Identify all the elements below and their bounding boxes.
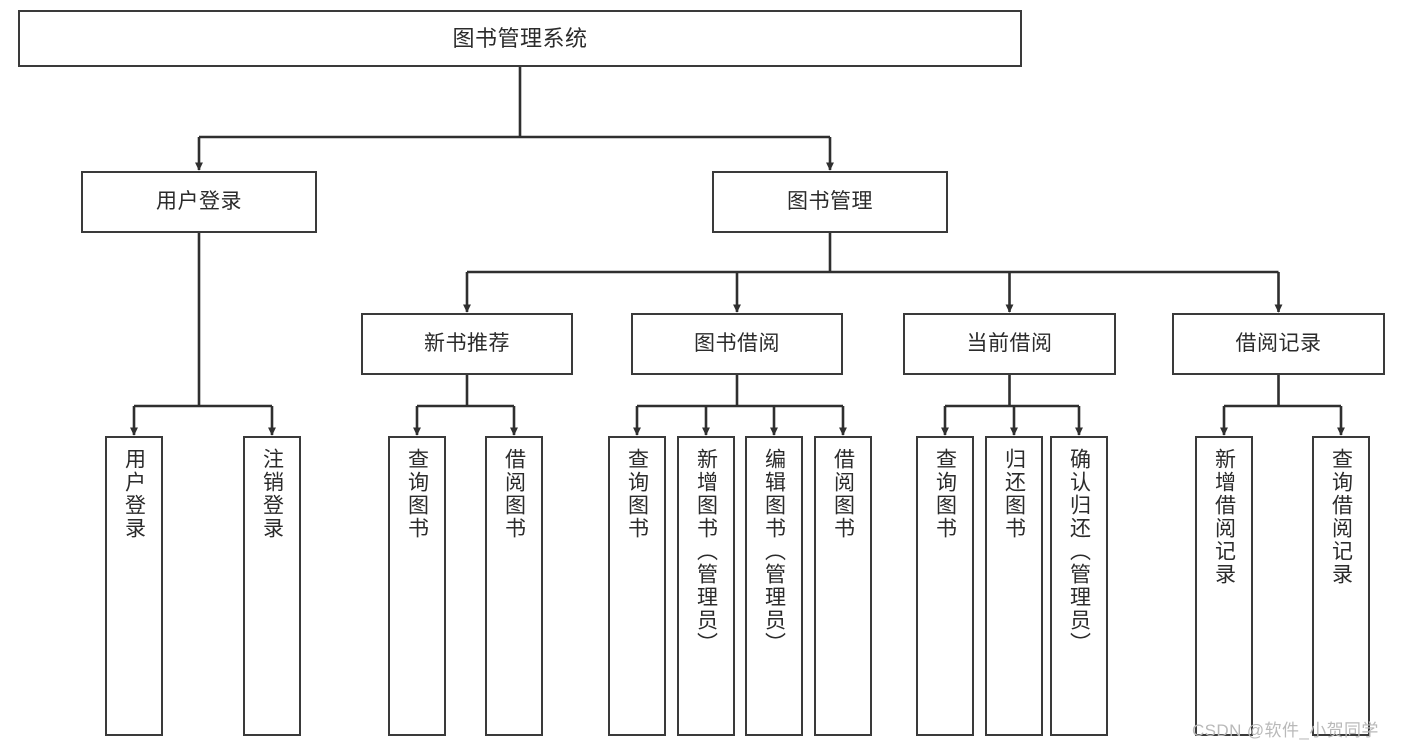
node-leaf6[interactable]: 新增图书（管理员） bbox=[677, 436, 735, 736]
node-label: 新增图书（管理员） bbox=[694, 448, 718, 655]
node-label: 注销登录 bbox=[260, 448, 284, 540]
node-label: 查询图书 bbox=[405, 448, 429, 540]
node-label: 查询借阅记录 bbox=[1329, 448, 1353, 586]
node-label: 借阅图书 bbox=[831, 448, 855, 540]
node-l3a[interactable]: 新书推荐 bbox=[361, 313, 573, 375]
watermark: CSDN @软件_小贺同学 bbox=[1192, 721, 1379, 740]
node-leaf5[interactable]: 查询图书 bbox=[608, 436, 666, 736]
node-root[interactable]: 图书管理系统 bbox=[18, 10, 1022, 67]
node-leaf10[interactable]: 归还图书 bbox=[985, 436, 1043, 736]
node-leaf2[interactable]: 注销登录 bbox=[243, 436, 301, 736]
node-leaf4[interactable]: 借阅图书 bbox=[485, 436, 543, 736]
node-l3d[interactable]: 借阅记录 bbox=[1172, 313, 1385, 375]
node-l2b[interactable]: 图书管理 bbox=[712, 171, 948, 233]
node-leaf9[interactable]: 查询图书 bbox=[916, 436, 974, 736]
node-label: 新书推荐 bbox=[424, 331, 510, 355]
node-label: 用户登录 bbox=[122, 448, 146, 540]
node-label: 图书管理系统 bbox=[452, 25, 588, 51]
node-label: 归还图书 bbox=[1002, 448, 1026, 540]
node-label: 图书管理 bbox=[787, 189, 873, 213]
node-l3b[interactable]: 图书借阅 bbox=[631, 313, 843, 375]
edges bbox=[130, 67, 1345, 436]
node-label: 借阅图书 bbox=[502, 448, 526, 540]
node-leaf12[interactable]: 新增借阅记录 bbox=[1195, 436, 1253, 736]
node-leaf8[interactable]: 借阅图书 bbox=[814, 436, 872, 736]
node-label: 用户登录 bbox=[156, 189, 242, 213]
node-label: 新增借阅记录 bbox=[1212, 448, 1236, 586]
node-leaf13[interactable]: 查询借阅记录 bbox=[1312, 436, 1370, 736]
node-label: 图书借阅 bbox=[694, 331, 780, 355]
node-l3c[interactable]: 当前借阅 bbox=[903, 313, 1116, 375]
node-label: 查询图书 bbox=[625, 448, 649, 540]
node-leaf3[interactable]: 查询图书 bbox=[388, 436, 446, 736]
node-l2a[interactable]: 用户登录 bbox=[81, 171, 317, 233]
node-label: 当前借阅 bbox=[966, 331, 1053, 355]
node-label: 借阅记录 bbox=[1235, 331, 1322, 355]
node-leaf7[interactable]: 编辑图书（管理员） bbox=[745, 436, 803, 736]
node-label: 确认归还（管理员） bbox=[1067, 448, 1091, 655]
node-leaf1[interactable]: 用户登录 bbox=[105, 436, 163, 736]
node-label: 编辑图书（管理员） bbox=[762, 448, 786, 655]
node-leaf11[interactable]: 确认归还（管理员） bbox=[1050, 436, 1108, 736]
node-label: 查询图书 bbox=[933, 448, 957, 540]
